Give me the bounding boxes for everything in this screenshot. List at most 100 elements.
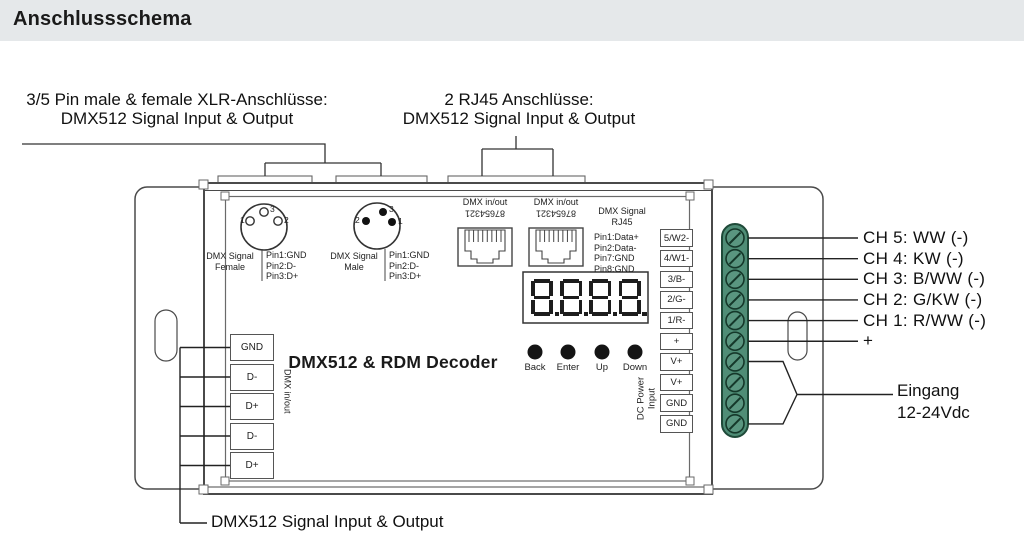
button-label: Up (595, 362, 609, 373)
right-terminal-label: 4/W1- (660, 249, 693, 268)
digit-segment (549, 299, 553, 314)
device-name: DMX512 & RDM Decoder (288, 352, 498, 372)
rj45-port-1 (457, 227, 513, 267)
right-terminal-label: V+ (660, 373, 693, 392)
digit-segment (589, 299, 593, 314)
power-annotation-line1: Eingang (897, 381, 960, 400)
rj45-annotation: 2 RJ45 Anschlüsse: DMX512 Signal Input &… (388, 90, 650, 128)
rj45-port2-pin-numbers: 87654321 (535, 208, 577, 219)
page-title: Anschlussschema (13, 8, 192, 30)
digit-segment (592, 295, 609, 300)
digit-segment (560, 299, 564, 314)
right-terminal-label: GND (660, 394, 693, 412)
right-terminal-label: GND (660, 415, 693, 433)
display-digit (531, 279, 560, 316)
screw-slot (728, 273, 742, 286)
panel-button (594, 344, 610, 360)
digit-segment (612, 311, 618, 316)
panel-button (560, 344, 576, 360)
channel-annotation: CH 1: R/WW (-) (863, 310, 987, 330)
right-terminal-label: 5/W2- (660, 229, 693, 247)
digit-segment (531, 281, 535, 296)
xlr-annotation-line2: DMX512 Signal Input & Output (60, 109, 294, 128)
left-ear-hole (154, 309, 178, 362)
digit-segment (554, 311, 559, 316)
xlr-female-label: DMX Signal Female (202, 251, 258, 272)
rj45-port-2 (528, 227, 584, 267)
xlr-male-pinout: Pin1:GND Pin2:D- Pin3:D+ (389, 250, 430, 281)
xlr-female-pin1-number: 1 (240, 215, 245, 225)
xlr-leader-line (22, 143, 382, 176)
right-ear-hole (787, 311, 808, 361)
xlr-female-connector (240, 203, 288, 251)
display-digit (618, 279, 648, 316)
rj45-port1-label: DMX in/out (462, 197, 508, 207)
screw-slot (728, 355, 742, 369)
xlr-female-pin3-number: 3 (270, 204, 275, 214)
digit-segment (636, 299, 641, 314)
panel-button (527, 344, 543, 360)
left-terminal-label: D+ (230, 393, 274, 420)
xlr-annotation: 3/5 Pin male & female XLR-Anschlüsse: DM… (18, 90, 336, 128)
screw-slot (728, 376, 742, 389)
screw-slot (728, 417, 742, 431)
xlr-female-pin2-number: 2 (284, 215, 289, 225)
panel-button (627, 344, 643, 360)
digit-segment (621, 295, 638, 300)
digit-segment (607, 299, 612, 314)
digit-segment (563, 295, 580, 300)
xlr-annotation-line1: 3/5 Pin male & female XLR-Anschlüsse: (26, 90, 328, 109)
digit-segment (618, 281, 623, 296)
button-label: Down (622, 362, 648, 373)
right-terminal-label: 1/R- (660, 311, 693, 330)
rj45-leader-line (481, 136, 554, 176)
button-label: Enter (556, 362, 580, 373)
xlr-male-label: DMX Signal Male (328, 251, 380, 272)
xlr-male-connector (353, 202, 401, 250)
right-terminal-label: V+ (660, 353, 693, 371)
left-terminal-label: GND (230, 334, 274, 361)
digit-segment (642, 311, 647, 316)
digit-segment (592, 279, 609, 283)
rj45-annotation-line2: DMX512 Signal Input & Output (402, 109, 636, 128)
xlr-male-label-line1: DMX Signal (330, 251, 378, 261)
display-digit (589, 279, 618, 316)
xlr-female-label-line1: DMX Signal (206, 251, 254, 261)
digit-segment (636, 281, 641, 296)
screw-slot (728, 252, 742, 265)
right-terminal-label: 3/B- (660, 270, 693, 289)
screw-slot (728, 335, 742, 348)
channel-annotation: CH 4: KW (-) (863, 248, 964, 268)
digit-segment (549, 281, 553, 296)
digit-segment (560, 281, 564, 296)
digit-segment (621, 312, 638, 316)
screw-slot (728, 314, 742, 327)
generated-graphics (180, 228, 858, 467)
screw-slot (728, 293, 742, 307)
rj45-info-pinout: Pin1:Data+ Pin2:Data- Pin7:GND Pin8:GND (594, 232, 639, 274)
digit-segment (621, 279, 638, 283)
digit-segment (592, 312, 609, 316)
header-bar (0, 0, 1024, 41)
channel-annotation: CH 5: WW (-) (863, 228, 969, 247)
channel-annotation: + (863, 331, 874, 351)
left-terminal-label: D- (230, 422, 274, 450)
digit-segment (618, 299, 623, 314)
screw-slot (728, 231, 742, 245)
button-label: Back (524, 362, 546, 373)
right-terminal-label: 2/G- (660, 291, 693, 309)
rj45-annotation-line1: 2 RJ45 Anschlüsse: (444, 90, 594, 109)
digit-segment (534, 295, 550, 300)
channel-annotation: CH 2: G/KW (-) (863, 289, 983, 309)
xlr-male-pin2-number: 2 (355, 215, 360, 225)
xlr-female-pinout: Pin1:GND Pin2:D- Pin3:D+ (266, 250, 307, 281)
rj45-port2-label: DMX in/out (533, 197, 579, 207)
rj45-info-title: DMX Signal RJ45 (598, 206, 646, 227)
dmx-io-side-label: DMX in/out (282, 368, 293, 414)
power-annotation-line2: 12-24Vdc (897, 403, 970, 422)
left-terminal-label: D+ (230, 452, 274, 479)
digit-segment (578, 281, 583, 296)
digit-segment (583, 311, 589, 316)
